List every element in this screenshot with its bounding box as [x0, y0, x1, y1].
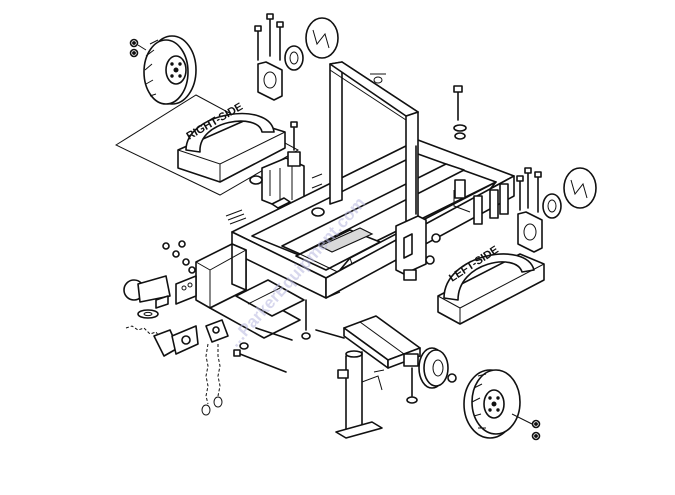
lift-arch	[329, 61, 419, 241]
hitch-bolts	[162, 240, 197, 305]
coupler	[123, 275, 171, 319]
left-wheel	[463, 369, 521, 439]
jack-stand	[335, 350, 385, 439]
frame-bracket-plates	[395, 145, 441, 281]
hitch-pin-spring	[225, 197, 325, 225]
right-wheel	[143, 35, 197, 105]
frame-bolt-center	[453, 85, 467, 199]
right-spindle-bracket	[254, 13, 284, 101]
tongue	[195, 243, 305, 339]
left-fender: LEFT-SIDE	[437, 244, 545, 325]
left-hub-drum	[403, 347, 457, 404]
tongue-bolts	[233, 299, 311, 373]
safety-chain-right	[201, 319, 229, 416]
right-suspension-block	[249, 121, 323, 209]
left-lug-nuts	[511, 413, 541, 441]
left-spindle-bracket	[516, 167, 543, 253]
safety-chain-left	[125, 325, 199, 357]
right-hub-assembly	[284, 17, 339, 71]
left-hub-assembly	[542, 167, 597, 219]
right-lug-nuts	[129, 38, 147, 58]
